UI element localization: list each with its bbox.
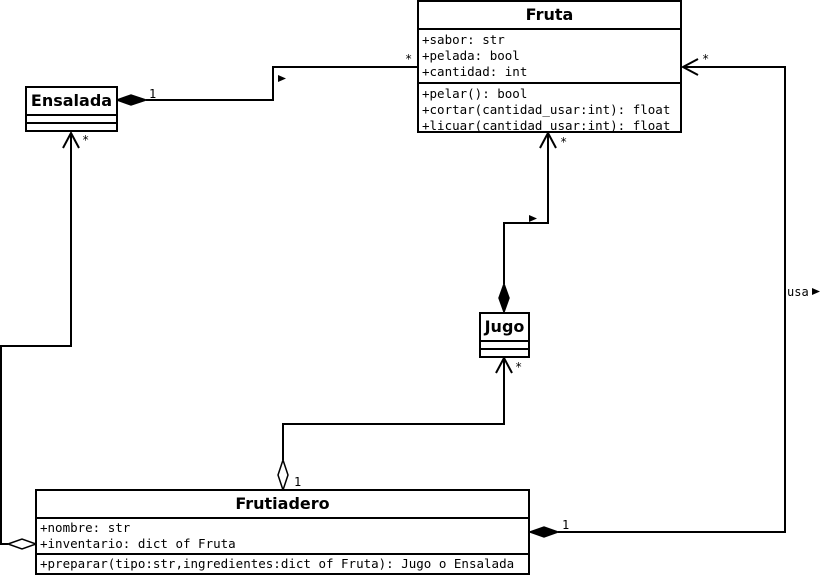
class-frutiadero-title: Frutiadero <box>37 491 528 519</box>
attribute: +cantidad: int <box>422 64 528 79</box>
direction-triangle-ensalada-fruta <box>278 75 286 82</box>
method: +pelar(): bool <box>422 86 528 101</box>
edge-frutiadero-jugo <box>282 358 505 460</box>
class-fruta[interactable]: Fruta +sabor: str +pelada: bool +cantida… <box>417 0 682 133</box>
composition-diamond-frutiadero <box>527 526 561 538</box>
class-fruta-attributes: +sabor: str +pelada: bool +cantidad: int <box>419 30 680 84</box>
class-ensalada-title: Ensalada <box>27 88 116 116</box>
method: +preparar(tipo:str,ingredientes:dict of … <box>40 556 515 571</box>
composition-diamond-ensalada <box>114 94 149 106</box>
multiplicity-label: 1 <box>562 518 570 532</box>
multiplicity-label: * <box>560 135 568 149</box>
edge-frutiadero-ensalada <box>0 133 72 545</box>
edge-ensalada-fruta <box>146 66 417 101</box>
attribute: +sabor: str <box>422 32 505 47</box>
class-jugo-methods <box>481 350 528 356</box>
multiplicity-label: 1 <box>149 87 157 101</box>
class-fruta-methods: +pelar(): bool +cortar(cantidad_usar:int… <box>419 84 680 134</box>
multiplicity-label: * <box>702 52 710 66</box>
method: +cortar(cantidad_usar:int): float <box>422 102 671 117</box>
class-jugo[interactable]: Jugo <box>479 312 530 358</box>
multiplicity-label: * <box>82 133 90 147</box>
attribute: +pelada: bool <box>422 48 520 63</box>
class-ensalada-attributes <box>27 116 116 124</box>
multiplicity-label: 1 <box>294 475 302 489</box>
class-frutiadero[interactable]: Frutiadero +nombre: str +inventario: dic… <box>35 489 530 575</box>
arrowhead-to-fruta-right <box>680 58 699 76</box>
class-fruta-title: Fruta <box>419 2 680 30</box>
multiplicity-label: * <box>515 360 523 374</box>
attribute: +nombre: str <box>40 520 131 535</box>
class-ensalada[interactable]: Ensalada <box>25 86 118 132</box>
class-jugo-title: Jugo <box>481 314 528 342</box>
arrowhead-to-ensalada <box>62 130 80 149</box>
attribute: +inventario: dict of Fruta <box>40 536 236 551</box>
composition-diamond-jugo <box>498 281 510 315</box>
edge-jugo-fruta <box>503 133 549 284</box>
arrowhead-to-jugo <box>495 355 513 374</box>
class-ensalada-methods <box>27 124 116 130</box>
edge-frutiadero-fruta <box>558 66 786 533</box>
arrowhead-to-fruta <box>539 130 557 149</box>
class-frutiadero-methods: +preparar(tipo:str,ingredientes:dict of … <box>37 555 528 572</box>
direction-triangle-usa <box>812 288 820 295</box>
direction-triangle-jugo-fruta <box>529 215 537 222</box>
class-frutiadero-attributes: +nombre: str +inventario: dict of Fruta <box>37 519 528 555</box>
association-label-usa: usa <box>787 285 809 299</box>
class-jugo-attributes <box>481 342 528 350</box>
multiplicity-label: * <box>405 52 413 66</box>
aggregation-diamond-frutiadero-left <box>5 538 39 550</box>
aggregation-diamond-frutiadero-top <box>277 457 289 493</box>
method: +licuar(cantidad_usar:int): float <box>422 118 671 133</box>
